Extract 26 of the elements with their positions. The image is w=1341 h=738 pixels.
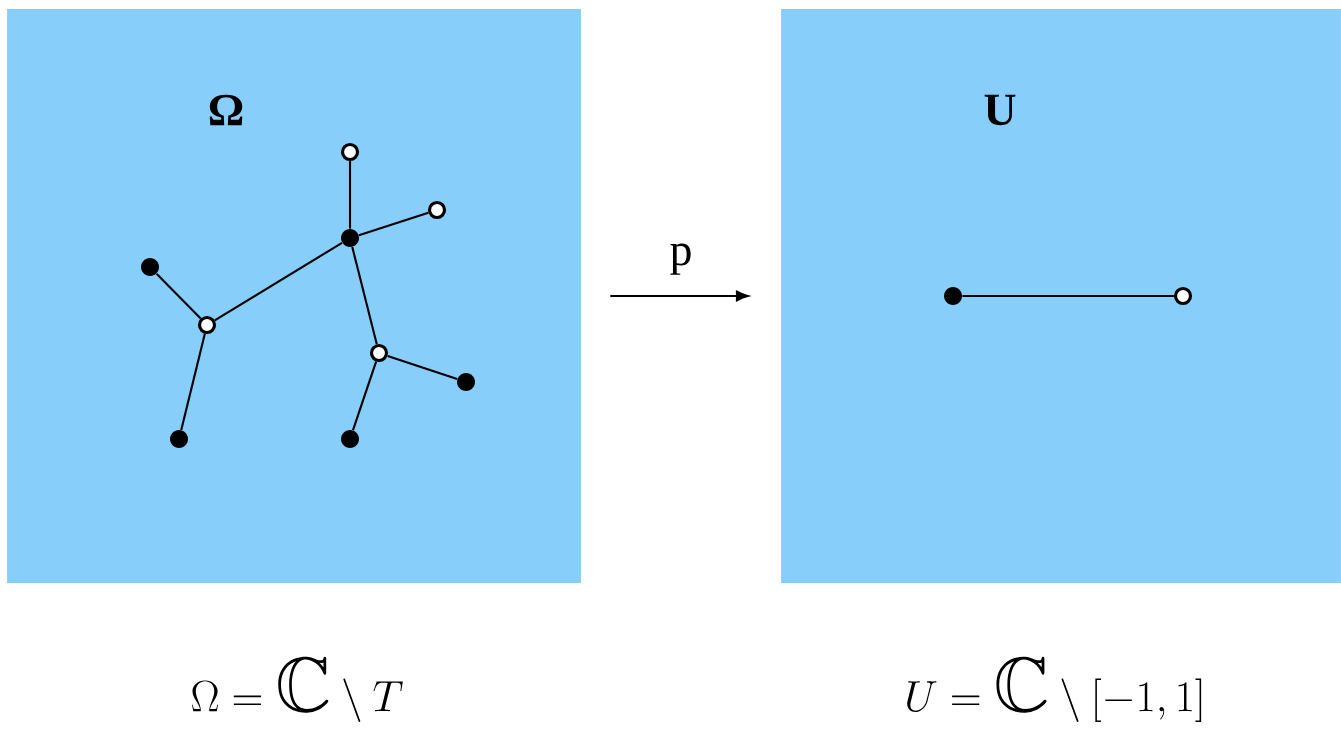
open-vertex [197, 315, 217, 335]
open-vertex [1173, 286, 1193, 306]
formula: $U = \mathbb{C} \setminus [-1,1]$ [907, 656, 1202, 723]
region-box: Ω [7, 9, 581, 583]
tree-edge [351, 246, 378, 345]
open-vertex [369, 343, 389, 363]
open-vertex [340, 142, 360, 162]
tree-edge [358, 211, 429, 237]
region-box: U [781, 9, 1341, 583]
filled-vertex [457, 373, 475, 391]
open-vertex [427, 200, 447, 220]
filled-vertex [141, 258, 159, 276]
tree-edge [962, 294, 1174, 298]
tree-edge [352, 361, 378, 431]
tree-edge [387, 354, 458, 381]
tree-edge [155, 272, 202, 320]
tree-edge [348, 161, 352, 229]
tree-edge [214, 241, 343, 322]
formula: $\Omega = \mathbb{C} \setminus T$ [192, 656, 403, 723]
tree-edge [180, 333, 206, 431]
arrow [610, 290, 749, 302]
filled-vertex [341, 229, 359, 247]
filled-vertex [944, 287, 962, 305]
edge-label: p [670, 243, 691, 275]
filled-vertex [341, 430, 359, 448]
filled-vertex [170, 430, 188, 448]
